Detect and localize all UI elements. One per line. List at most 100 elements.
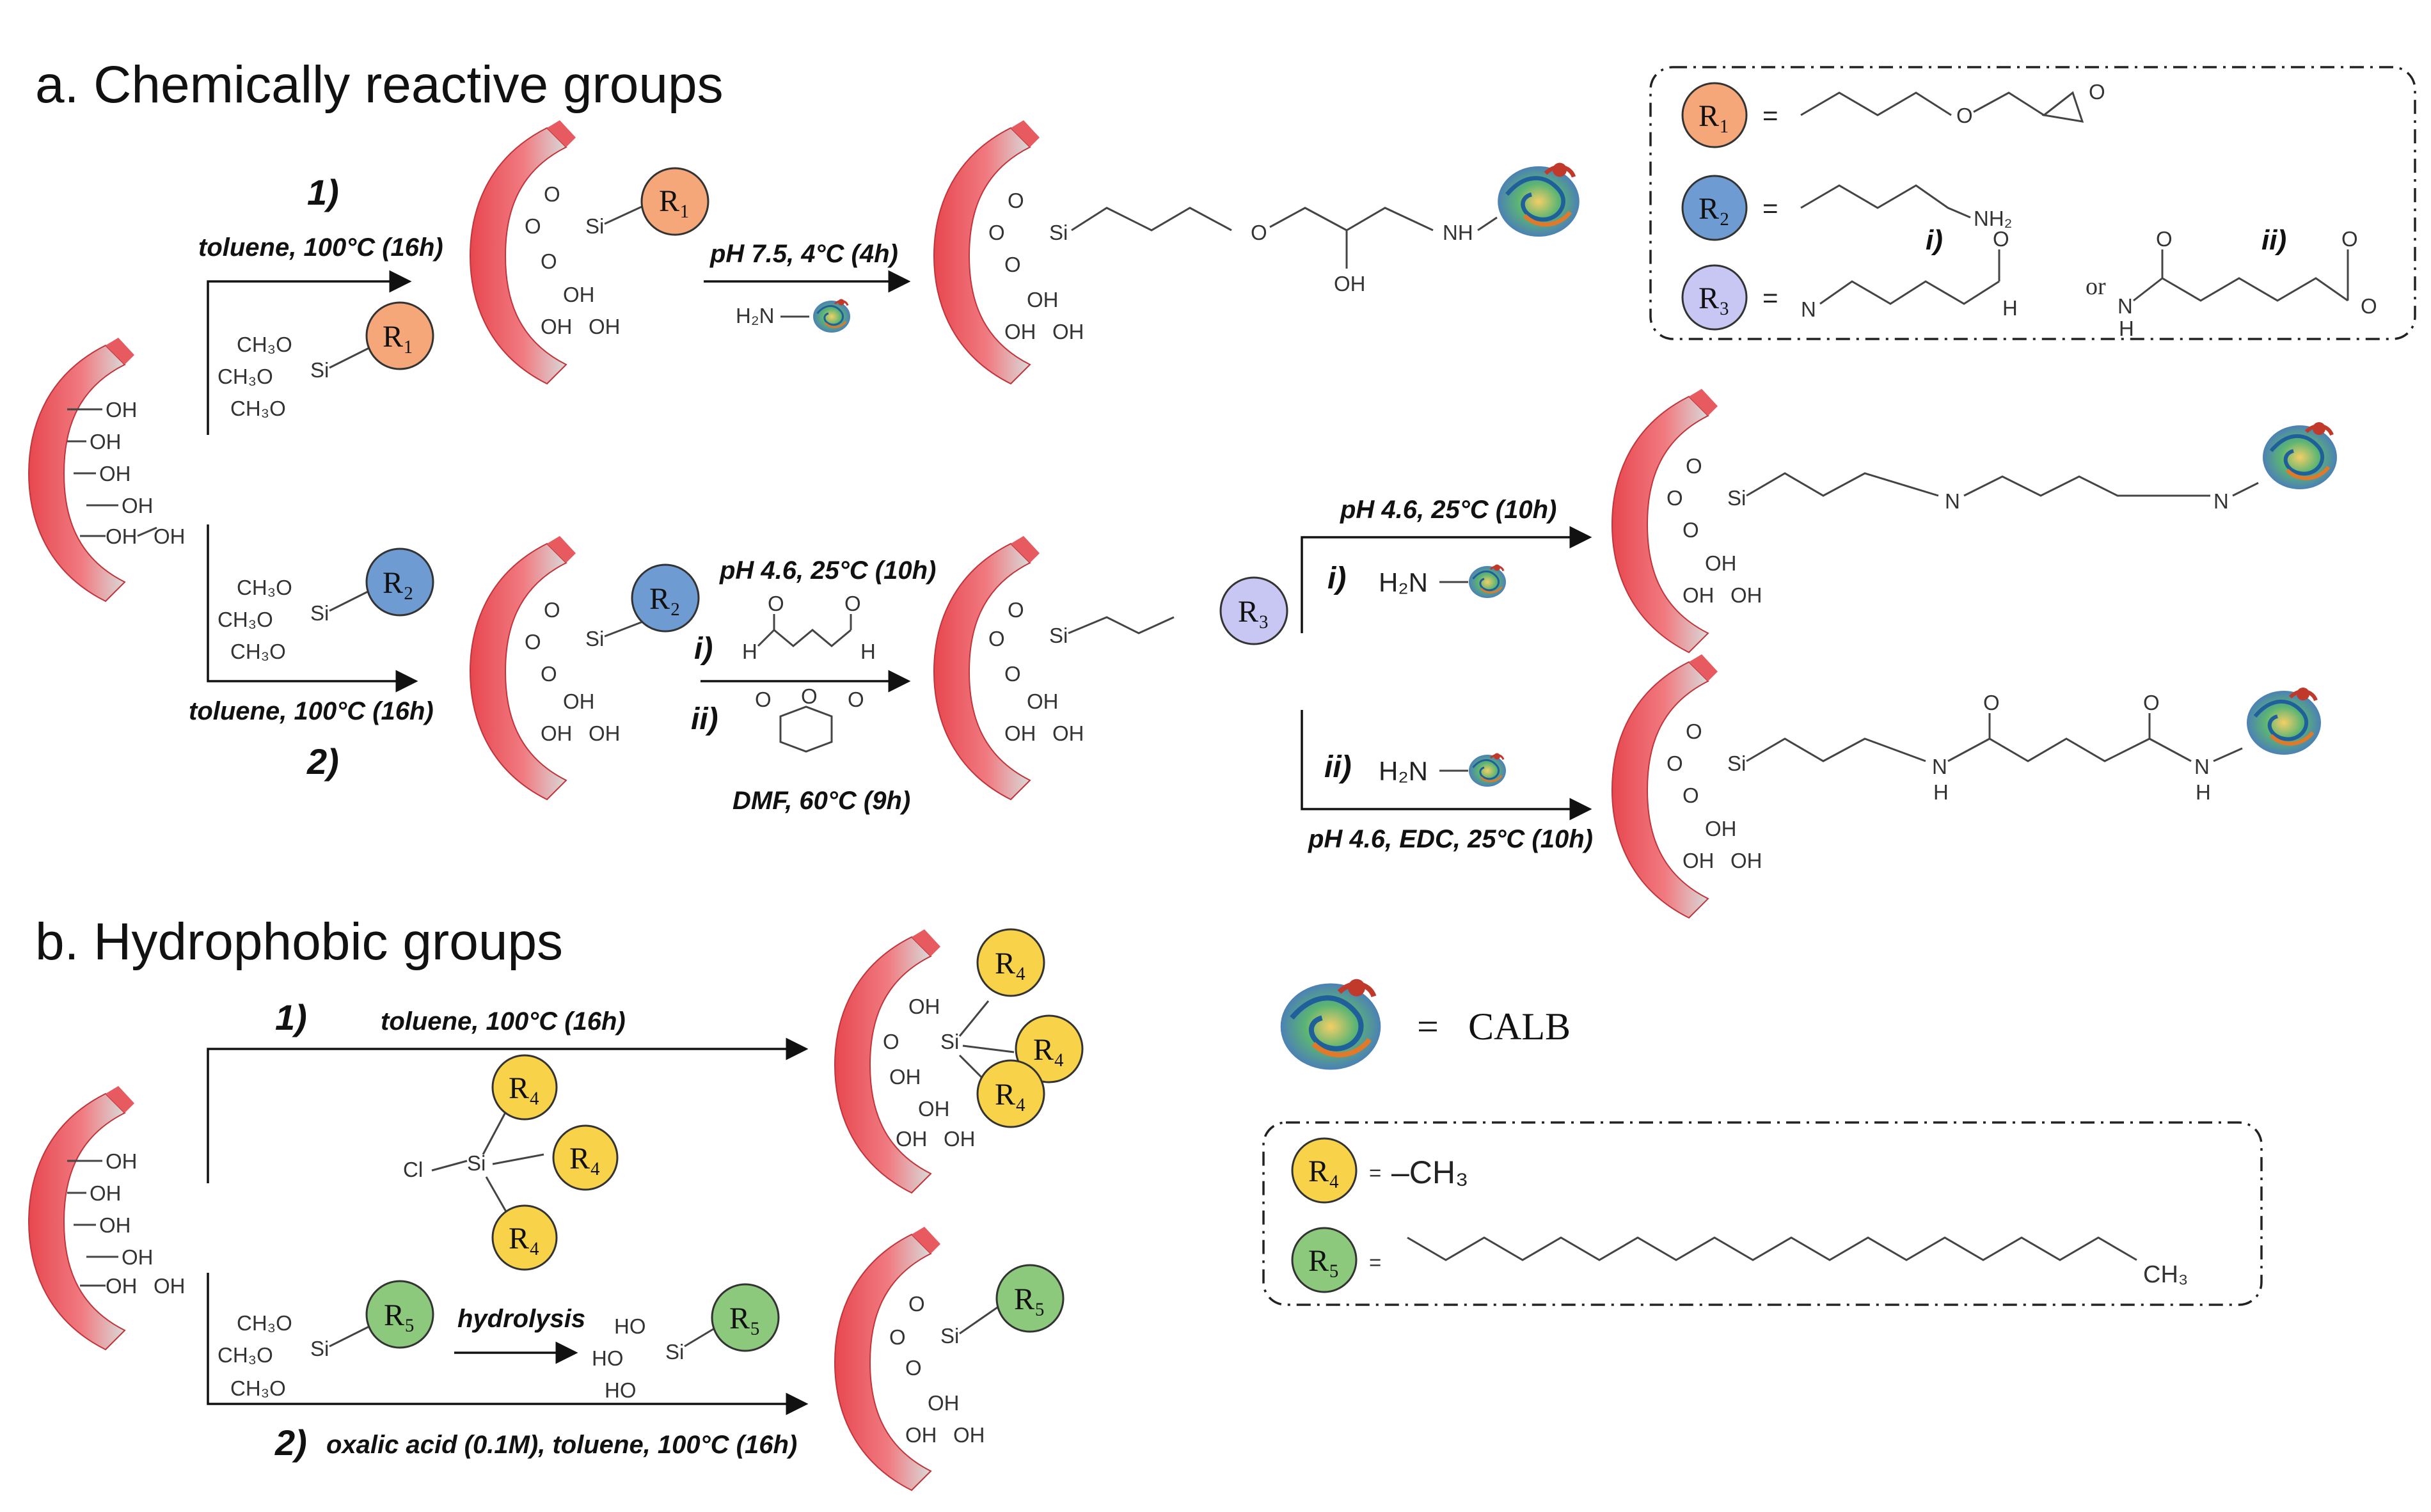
r1-silane-reagent: CH₃O CH₃O CH₃O Si R₁: [218, 301, 434, 420]
svg-text:OH: OH: [106, 1149, 138, 1173]
svg-text:O: O: [1956, 104, 1973, 127]
svg-text:N: N: [2118, 294, 2133, 318]
svg-text:R₅: R₅: [729, 1302, 761, 1335]
svg-text:Cl: Cl: [403, 1158, 423, 1181]
svg-text:N: N: [2194, 755, 2210, 778]
option-ii: ii): [691, 702, 718, 736]
branch-ii-label: ii): [1324, 750, 1352, 784]
legend-r5: R₅ = CH₃: [1291, 1227, 2188, 1293]
route-2-arrow: [207, 524, 418, 693]
bare-silica-a: OH OH OH OH OH OH: [28, 337, 186, 602]
svg-text:O: O: [1667, 752, 1683, 775]
svg-text:Si: Si: [310, 601, 329, 625]
imine-product: O O O Si N N OH OH OH: [1611, 388, 2337, 653]
svg-text:O: O: [1983, 691, 2000, 714]
svg-text:Si: Si: [585, 214, 604, 238]
svg-text:Si: Si: [940, 1030, 959, 1053]
svg-text:OH: OH: [1705, 817, 1737, 840]
svg-text:OH: OH: [1683, 583, 1714, 607]
silanol-intermediate: HO HO HO Si R₅: [592, 1283, 780, 1402]
svg-text:O: O: [525, 214, 541, 238]
svg-text:CH₃O: CH₃O: [218, 1343, 273, 1367]
svg-text:ii): ii): [2261, 224, 2286, 256]
route-1-number: 1): [307, 172, 339, 212]
svg-text:CH₃O: CH₃O: [218, 365, 273, 388]
oh-label: OH: [90, 430, 122, 453]
svg-text:OH: OH: [1705, 551, 1737, 575]
hydrolysis-label: hydrolysis: [457, 1305, 585, 1333]
oxalic-conditions: oxalic acid (0.1M), toluene, 100°C (16h): [326, 1431, 797, 1459]
b-route-1-conditions: toluene, 100°C (16h): [381, 1007, 626, 1036]
svg-text:H₂N: H₂N: [1379, 567, 1428, 597]
svg-text:i): i): [1926, 224, 1943, 256]
svg-text:O: O: [848, 688, 864, 711]
svg-text:OH: OH: [1004, 721, 1036, 745]
svg-text:OH: OH: [589, 721, 621, 745]
svg-text:OH: OH: [889, 1065, 921, 1089]
svg-text:Si: Si: [1727, 752, 1746, 775]
route-2-number: 2): [306, 741, 339, 782]
svg-text:H: H: [2002, 296, 2018, 320]
legend-r2: R₂ = NH₂: [1681, 175, 2012, 241]
r1-immobilized-enzyme: O O O Si O OH NH OH OH OH: [933, 120, 1580, 384]
svg-text:O: O: [525, 630, 541, 654]
trimethylchlorosilane: Cl Si R₄ R₄ R₄: [403, 1054, 619, 1271]
svg-text:O: O: [755, 688, 772, 711]
svg-text:O: O: [1686, 720, 1702, 743]
oh-label: OH: [106, 524, 138, 548]
svg-text:R₁: R₁: [383, 320, 414, 354]
svg-text:H₂N: H₂N: [1379, 756, 1428, 786]
svg-text:N: N: [1932, 755, 1947, 778]
r2-silane-reagent: CH₃O CH₃O CH₃O Si R₂: [218, 547, 434, 663]
r1-silica: O O O Si R₁ OH OH OH: [470, 120, 709, 384]
r3-silica: O O O Si R₃ OH OH OH: [933, 535, 1288, 800]
svg-text:R₄: R₄: [995, 1078, 1026, 1112]
svg-text:H₂N: H₂N: [736, 304, 774, 327]
svg-text:Si: Si: [940, 1324, 959, 1348]
svg-text:R₅: R₅: [1308, 1244, 1340, 1278]
svg-text:O: O: [1683, 518, 1699, 542]
svg-text:OH: OH: [1730, 849, 1762, 872]
svg-text:R₄: R₄: [995, 947, 1026, 980]
svg-text:R₃: R₃: [1699, 281, 1730, 315]
svg-text:CH₃O: CH₃O: [230, 1376, 286, 1400]
svg-text:OH: OH: [1027, 288, 1059, 311]
svg-text:O: O: [883, 1030, 899, 1053]
svg-text:O: O: [844, 592, 861, 615]
svg-text:HO: HO: [605, 1378, 637, 1402]
b-route-1-number: 1): [275, 997, 307, 1037]
route-1-arrow: [207, 270, 412, 435]
glutaric-anhydride: O O O: [755, 684, 864, 753]
svg-text:R₁: R₁: [1699, 99, 1730, 133]
svg-text:CH₃O: CH₃O: [237, 333, 292, 356]
svg-text:N: N: [1801, 297, 1816, 321]
svg-text:CH₃O: CH₃O: [230, 640, 286, 663]
svg-text:O: O: [801, 684, 818, 708]
svg-text:OH: OH: [1730, 583, 1762, 607]
svg-text:OH: OH: [1052, 721, 1084, 745]
legend-r3: R₃ = N O H i) or N H O O O ii): [1681, 224, 2377, 340]
svg-text:O: O: [1008, 189, 1024, 212]
svg-text:OH: OH: [122, 1245, 154, 1269]
svg-text:CH₃O: CH₃O: [230, 397, 286, 420]
svg-text:Si: Si: [665, 1340, 684, 1364]
svg-text:=: =: [1762, 100, 1778, 130]
ph46-conditions: pH 4.6, 25°C (10h): [719, 556, 936, 585]
svg-text:OH: OH: [1052, 320, 1084, 343]
svg-text:R₃: R₃: [1238, 595, 1269, 629]
svg-text:or: or: [2086, 273, 2106, 300]
svg-text:HO: HO: [614, 1314, 646, 1338]
r1-circle: [365, 301, 434, 370]
edc-conditions: pH 4.6, EDC, 25°C (10h): [1308, 825, 1593, 853]
svg-text:O: O: [768, 592, 784, 615]
bare-silica-b: OH OH OH OH OH OH: [28, 1085, 186, 1350]
svg-text:OH: OH: [1683, 849, 1714, 872]
svg-text:H: H: [1933, 780, 1949, 804]
svg-text:OH: OH: [918, 1097, 950, 1121]
svg-text:O: O: [889, 1325, 906, 1349]
r2-silica: O O O Si R₂ OH OH OH: [470, 535, 700, 800]
svg-text:H: H: [2119, 317, 2134, 340]
svg-text:CH₃O: CH₃O: [237, 576, 292, 599]
svg-text:O: O: [2143, 691, 2160, 714]
